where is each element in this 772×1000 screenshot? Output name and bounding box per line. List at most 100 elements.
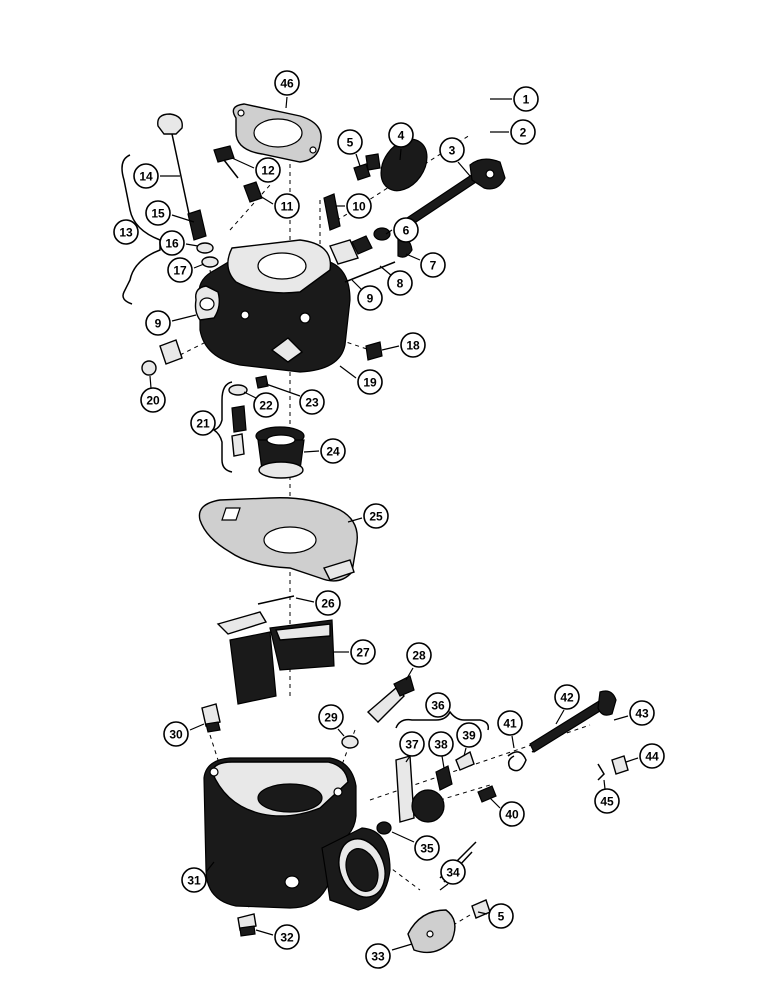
leader-line-c17 bbox=[193, 263, 205, 269]
leader-line-c4 bbox=[399, 148, 402, 161]
callout-number: 43 bbox=[635, 707, 649, 721]
callout-circle bbox=[346, 193, 372, 219]
callout-c40: 40 bbox=[499, 801, 525, 827]
leader-line-c6 bbox=[385, 229, 393, 235]
callout-circle bbox=[363, 503, 389, 529]
leader-line-c39 bbox=[463, 747, 467, 757]
leader-line-c12 bbox=[231, 157, 255, 169]
callout-circle bbox=[420, 252, 446, 278]
callout-c38: 38 bbox=[428, 731, 454, 757]
callout-c35: 35 bbox=[414, 835, 440, 861]
leader-line-c16 bbox=[185, 243, 199, 247]
callout-c21: 21 bbox=[190, 410, 216, 436]
callout-number: 19 bbox=[363, 376, 377, 390]
callout-c4: 4 bbox=[388, 122, 414, 148]
callout-c44: 44 bbox=[639, 743, 665, 769]
callout-c5b: 5 bbox=[488, 903, 514, 929]
callout-c9a: 9 bbox=[357, 285, 383, 311]
callout-circle bbox=[554, 684, 580, 710]
leader-line-c43 bbox=[613, 715, 629, 721]
callout-c19: 19 bbox=[357, 369, 383, 395]
callout-circle bbox=[357, 285, 383, 311]
callout-c14: 14 bbox=[133, 163, 159, 189]
float bbox=[216, 595, 335, 705]
leader-line-c30 bbox=[189, 723, 205, 731]
callout-c5a: 5 bbox=[337, 129, 363, 155]
callout-number: 15 bbox=[151, 207, 165, 221]
callout-circle bbox=[639, 743, 665, 769]
callout-circle bbox=[357, 369, 383, 395]
bowl-gasket bbox=[198, 497, 358, 582]
leader-lines bbox=[149, 96, 639, 951]
callout-circle bbox=[145, 200, 171, 226]
leader-line-c28 bbox=[405, 667, 414, 681]
callout-circle bbox=[190, 410, 216, 436]
leader-line-c5b bbox=[477, 911, 488, 915]
leader-line-c11 bbox=[259, 195, 274, 205]
leader-line-c18 bbox=[381, 345, 400, 351]
callout-number: 27 bbox=[356, 646, 370, 660]
venturi bbox=[255, 426, 305, 479]
callout-c28: 28 bbox=[406, 642, 432, 668]
callout-circle bbox=[388, 122, 414, 148]
callout-c36: 36 bbox=[425, 692, 451, 718]
callout-number: 5 bbox=[498, 910, 505, 924]
leader-line-c33 bbox=[391, 943, 413, 951]
callout-c17: 17 bbox=[167, 257, 193, 283]
callout-c37: 37 bbox=[399, 731, 425, 757]
leader-line-c31 bbox=[205, 861, 215, 873]
callout-c10: 10 bbox=[346, 193, 372, 219]
leader-line-c5a bbox=[355, 153, 361, 167]
callout-c45: 45 bbox=[594, 788, 620, 814]
callout-circle bbox=[145, 310, 171, 336]
callout-c8: 8 bbox=[387, 270, 413, 296]
leader-line-c25 bbox=[347, 517, 363, 523]
callout-circle bbox=[253, 392, 279, 418]
choke-assembly bbox=[353, 138, 506, 231]
callout-circle bbox=[425, 692, 451, 718]
callout-c25: 25 bbox=[363, 503, 389, 529]
callout-number: 8 bbox=[397, 277, 404, 291]
leader-line-c32 bbox=[255, 929, 274, 936]
leader-line-c35 bbox=[391, 831, 415, 843]
callout-c30: 30 bbox=[163, 721, 189, 747]
leader-line-c40 bbox=[489, 797, 501, 809]
leader-line-c3 bbox=[457, 161, 471, 177]
callout-number: 34 bbox=[446, 866, 460, 880]
callout-circle bbox=[510, 119, 536, 145]
callout-number: 5 bbox=[347, 136, 354, 150]
callout-number: 22 bbox=[259, 399, 273, 413]
leader-line-c26 bbox=[295, 597, 315, 603]
small-upper-parts bbox=[141, 145, 413, 457]
callout-number: 11 bbox=[281, 200, 294, 214]
callout-c23: 23 bbox=[299, 389, 325, 415]
callout-circle bbox=[456, 722, 482, 748]
callout-circle bbox=[488, 903, 514, 929]
callout-number: 17 bbox=[173, 264, 187, 278]
callout-circle bbox=[274, 193, 300, 219]
callout-c18: 18 bbox=[400, 332, 426, 358]
callout-c31: 31 bbox=[181, 867, 207, 893]
callout-circle bbox=[629, 700, 655, 726]
leader-line-c19 bbox=[339, 365, 357, 379]
brace-36 bbox=[395, 710, 490, 731]
callout-number: 10 bbox=[352, 200, 366, 214]
callout-number: 35 bbox=[420, 842, 434, 856]
callout-circle bbox=[167, 257, 193, 283]
throttle-body bbox=[194, 239, 351, 373]
callout-circle bbox=[393, 217, 419, 243]
leader-line-c15 bbox=[171, 214, 195, 223]
callout-c11: 11 bbox=[274, 193, 300, 219]
callout-c24: 24 bbox=[320, 438, 346, 464]
callout-number: 39 bbox=[462, 729, 476, 743]
callout-number: 29 bbox=[324, 711, 338, 725]
callout-c12: 12 bbox=[255, 157, 281, 183]
leader-line-c23 bbox=[265, 383, 301, 397]
callout-circle bbox=[315, 590, 341, 616]
callout-c41: 41 bbox=[497, 710, 523, 736]
callout-number: 13 bbox=[119, 226, 133, 240]
callout-circle bbox=[299, 389, 325, 415]
leader-line-c7 bbox=[405, 253, 421, 261]
callout-circle bbox=[337, 129, 363, 155]
callout-number: 7 bbox=[430, 259, 437, 273]
